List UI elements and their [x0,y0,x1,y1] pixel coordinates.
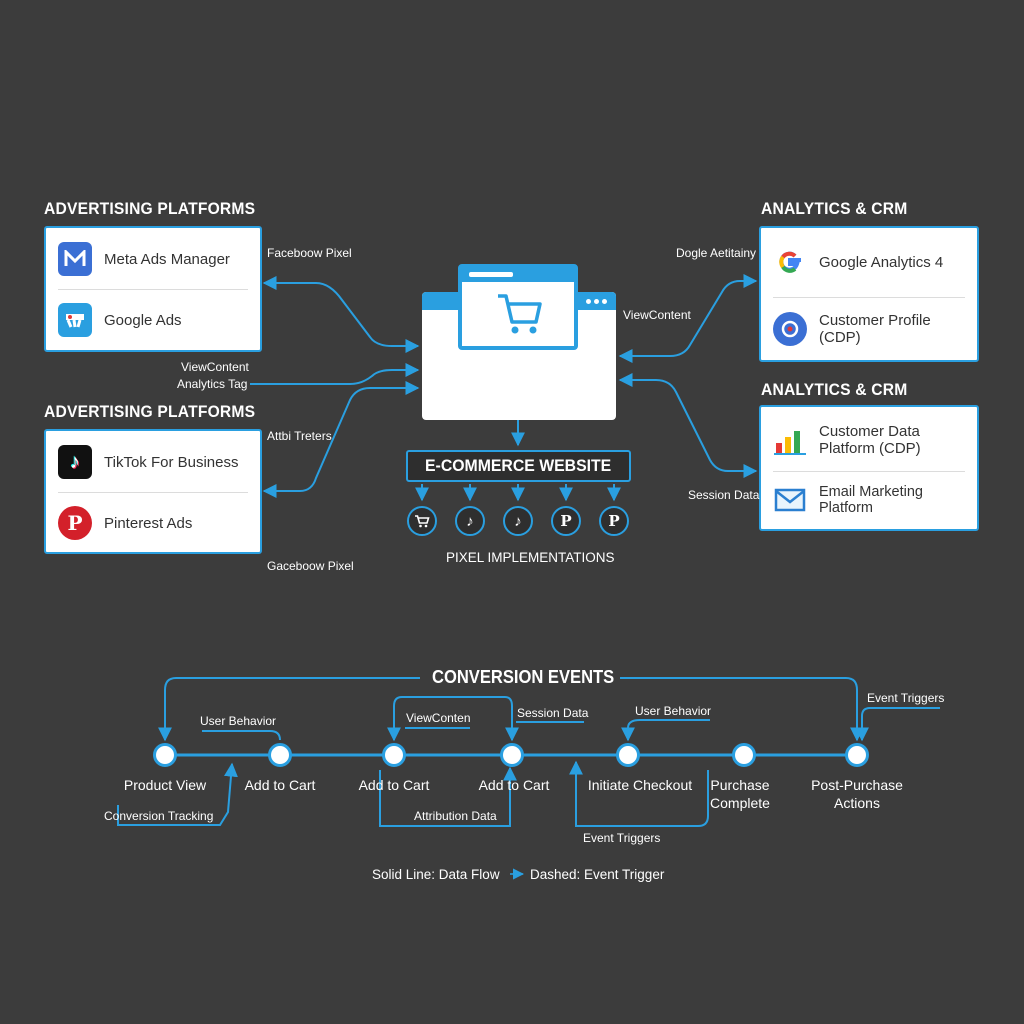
service-label: Google Analytics 4 [819,253,944,271]
platform-label: Google Ads [104,311,182,329]
analytics-crm-title-top: ANALYTICS & CRM [761,199,908,218]
service-email-marketing[interactable]: Email Marketing Platform [773,481,965,519]
service-label: Email Marketing Platform [819,484,923,516]
analytics-card-top: Google Analytics 4 Customer Profile (CDP… [759,226,979,362]
ecommerce-website-label-box: E-COMMERCE WEBSITE [406,450,631,482]
flow-label-google-analytics: Dogle Aetitainy [676,246,757,260]
step-label-add-to-cart: Add to Cart [478,777,550,793]
step-node[interactable] [268,743,292,767]
advertising-platforms-title-top: ADVERTISING PLATFORMS [44,199,256,218]
pinterest-icon[interactable]: P [599,506,629,536]
advertising-card-top: Meta Ads Manager Google Ads [44,226,262,352]
google-icon [773,245,807,279]
analytics-crm-title-bottom: ANALYTICS & CRM [761,380,908,399]
legend-dashed-line: Dashed: Event Trigger [530,867,665,882]
platform-tiktok[interactable]: ♪ TikTok For Business [58,443,248,481]
flow-label-attribution-triggers: Attbi Treters [267,429,332,443]
platform-label: Meta Ads Manager [104,250,230,268]
step-node[interactable] [616,743,640,767]
ecommerce-website-title: E-COMMERCE WEBSITE [425,456,612,475]
cart-icon [498,294,542,334]
step-node[interactable] [153,743,177,767]
platform-google-ads[interactable]: Google Ads [58,301,248,339]
pinterest-icon: P [58,506,92,540]
flow-label-viewcontent-left: ViewContent [181,360,249,374]
label-conversion-tracking: Conversion Tracking [104,809,214,823]
label-session-data: Session Data [517,706,589,720]
service-customer-profile[interactable]: Customer Profile (CDP) [773,308,965,350]
flow-label-facebook-pixel-top: Faceboow Pixel [267,246,352,260]
browser-bar-front [462,268,574,282]
divider [773,471,965,472]
platform-pinterest[interactable]: P Pinterest Ads [58,504,248,542]
flow-label-session-data: Session Data [688,488,760,502]
step-label-product-view: Product View [123,777,207,793]
meta-icon [58,242,92,276]
pixel-implementations-label: PIXEL IMPLEMENTATIONS [446,550,615,565]
flow-label-facebook-pixel-bottom: Gaceboow Pixel [267,559,354,573]
label-event-triggers-top: Event Triggers [867,691,945,705]
customer-profile-icon [773,312,807,346]
flow-label-viewcontent-right: ViewContent [623,308,691,322]
step-label-add-to-cart: Add to Cart [358,777,430,793]
divider [773,297,965,298]
tiktok-icon[interactable]: ♪ [503,506,533,536]
flow-label-analytics-tag: Analytics Tag [177,377,248,391]
email-icon [773,483,807,517]
service-google-analytics[interactable]: Google Analytics 4 [773,242,965,282]
bar-chart-icon [773,423,807,457]
step-label-initiate-checkout: Initiate Checkout [587,777,693,793]
conversion-events-title: CONVERSION EVENTS [432,667,615,687]
platform-label: Pinterest Ads [104,514,193,532]
tiktok-icon[interactable]: ♪ [455,506,485,536]
label-event-triggers-bottom: Event Triggers [583,831,661,845]
pinterest-icon[interactable]: P [551,506,581,536]
divider [58,492,248,493]
label-user-behavior-2: User Behavior [635,704,712,718]
tiktok-icon: ♪ [58,445,92,479]
cart-icon[interactable] [407,506,437,536]
step-node[interactable] [845,743,869,767]
service-customer-data-platform[interactable]: Customer Data Platform (CDP) [773,419,965,461]
analytics-card-bottom: Customer Data Platform (CDP) Email Marke… [759,405,979,531]
label-attribution-data: Attribution Data [414,809,497,823]
label-viewcontent: ViewConten [406,711,471,725]
platform-meta-ads[interactable]: Meta Ads Manager [58,240,248,278]
platform-label: TikTok For Business [104,453,239,471]
google-ads-icon [58,303,92,337]
label-user-behavior-1: User Behavior [200,714,277,728]
step-node[interactable] [382,743,406,767]
advertising-card-bottom: ♪ TikTok For Business P Pinterest Ads [44,429,262,554]
service-label: Customer Profile (CDP) [819,312,931,346]
step-label-add-to-cart: Add to Cart [244,777,316,793]
website-page-front [458,264,578,350]
step-node[interactable] [500,743,524,767]
service-label: Customer Data Platform (CDP) [819,423,921,457]
legend-solid-line: Solid Line: Data Flow [372,867,500,882]
step-node[interactable] [732,743,756,767]
advertising-platforms-title-bottom: ADVERTISING PLATFORMS [44,402,256,421]
divider [58,289,248,290]
